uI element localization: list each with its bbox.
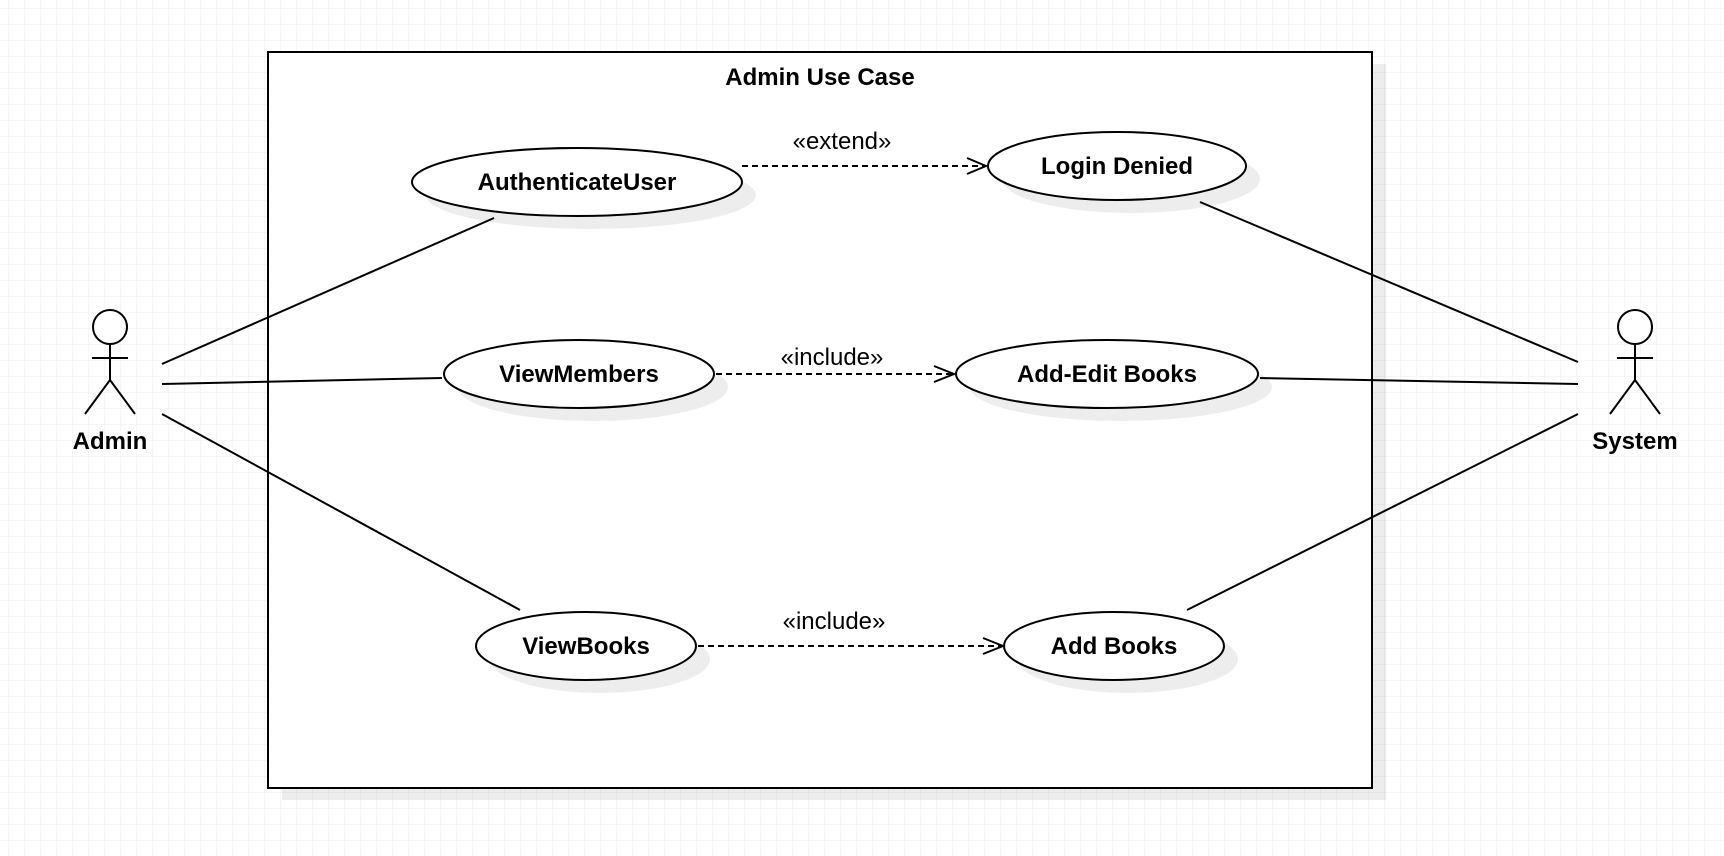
include-relationship-books[interactable]: «include» bbox=[698, 608, 1006, 655]
association-system-login-denied[interactable] bbox=[1199, 201, 1579, 363]
association-admin-view-books[interactable] bbox=[161, 413, 521, 611]
use-case-authenticate-user[interactable]: AuthenticateUser bbox=[411, 147, 756, 229]
use-case-view-books[interactable]: ViewBooks bbox=[475, 611, 710, 693]
association-admin-authenticate-user[interactable] bbox=[161, 217, 495, 365]
actor-name: System bbox=[1592, 428, 1677, 455]
system-associations bbox=[1186, 201, 1579, 611]
use-case-label: AuthenticateUser bbox=[478, 169, 677, 196]
stereotype-label: «extend» bbox=[793, 128, 892, 155]
stick-figure-icon bbox=[1609, 309, 1661, 415]
open-arrowhead bbox=[966, 157, 989, 175]
association-system-add-edit-books[interactable] bbox=[1259, 377, 1579, 385]
association-admin-view-members[interactable] bbox=[161, 377, 443, 385]
use-case-label: ViewMembers bbox=[499, 361, 659, 388]
actor-system[interactable]: System bbox=[1592, 309, 1678, 455]
use-case-add-books[interactable]: Add Books bbox=[1003, 611, 1238, 693]
association-system-add-books[interactable] bbox=[1186, 413, 1579, 611]
admin-associations bbox=[161, 217, 521, 611]
actor-admin[interactable]: Admin bbox=[73, 309, 148, 455]
use-case-view-members[interactable]: ViewMembers bbox=[443, 339, 728, 421]
extend-relationship[interactable]: «extend» bbox=[742, 128, 989, 175]
use-case-shape[interactable] bbox=[411, 147, 743, 217]
open-arrowhead bbox=[933, 365, 957, 383]
stick-figure-icon bbox=[84, 309, 136, 415]
stereotype-label: «include» bbox=[781, 344, 884, 371]
use-case-add-edit-books[interactable]: Add-Edit Books bbox=[955, 339, 1272, 421]
stereotype-label: «include» bbox=[783, 608, 886, 635]
boundary-title: Admin Use Case bbox=[725, 64, 914, 91]
use-case-label: Add Books bbox=[1051, 633, 1178, 660]
use-case-label: Add-Edit Books bbox=[1017, 361, 1197, 388]
include-relationship-members[interactable]: «include» bbox=[716, 344, 957, 383]
actor-name: Admin bbox=[73, 428, 148, 455]
open-arrowhead bbox=[982, 637, 1006, 655]
use-case-label: Login Denied bbox=[1041, 153, 1193, 180]
use-case-shape[interactable] bbox=[443, 339, 715, 409]
use-case-label: ViewBooks bbox=[522, 633, 650, 660]
use-case-shape[interactable] bbox=[475, 611, 697, 681]
